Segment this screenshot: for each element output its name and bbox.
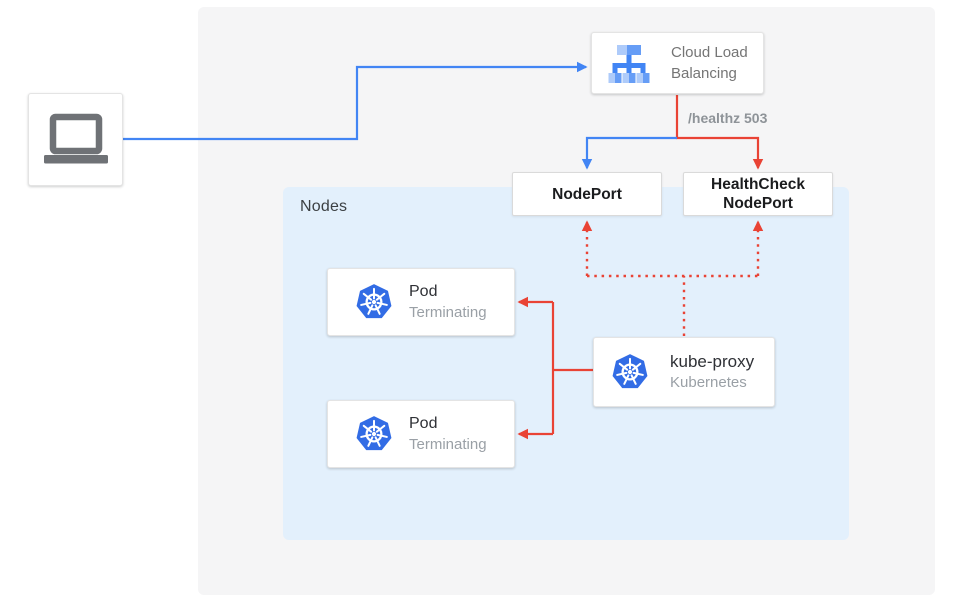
nodeport-label: NodePort [552, 185, 622, 203]
kubernetes-icon [353, 281, 395, 323]
nodes-panel-label: Nodes [300, 198, 348, 215]
cloud-load-balancing-label: Cloud Load Balancing [671, 44, 748, 82]
cloud-load-balancing-card: Cloud Load Balancing [591, 32, 764, 94]
cloud-load-balancing-icon [606, 43, 652, 83]
pod-text: Pod Terminating [409, 281, 487, 323]
healthz-status-label: /healthz 503 [688, 110, 768, 126]
laptop-icon [43, 113, 109, 167]
healthcheck-nodeport-label: HealthCheck NodePort [711, 176, 805, 212]
pod-title: Pod [409, 283, 438, 300]
pod-status: Terminating [409, 436, 487, 453]
client-card [28, 93, 123, 186]
pod-status: Terminating [409, 304, 487, 321]
pod-card-1: Pod Terminating [327, 268, 515, 336]
kubernetes-icon [609, 351, 651, 393]
kube-proxy-text: kube-proxy Kubernetes [670, 351, 754, 393]
kube-proxy-title: kube-proxy [670, 352, 755, 371]
kube-proxy-card: kube-proxy Kubernetes [593, 337, 775, 407]
pod-text: Pod Terminating [409, 413, 487, 455]
kube-proxy-subtitle: Kubernetes [670, 374, 747, 391]
nodeport-box: NodePort [512, 172, 662, 216]
pod-title: Pod [409, 415, 438, 432]
healthcheck-nodeport-box: HealthCheck NodePort [683, 172, 833, 216]
kubernetes-icon [353, 413, 395, 455]
pod-card-2: Pod Terminating [327, 400, 515, 468]
